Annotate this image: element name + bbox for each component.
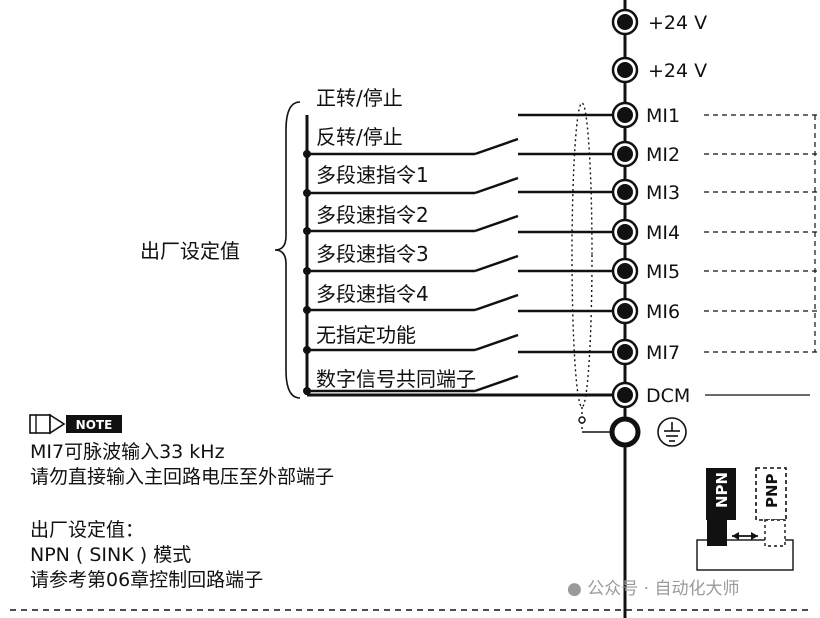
ground-icon [657, 417, 687, 447]
dcm-terminal-label: DCM [646, 385, 690, 407]
pnp-label: PNP [763, 473, 781, 508]
function-label: 多段速指令2 [316, 203, 429, 227]
terminal-label: MI2 [646, 144, 680, 166]
input-row: 无指定功能 MI7 [303, 323, 818, 395]
terminal-label: MI7 [646, 342, 680, 364]
function-label: 无指定功能 [316, 323, 416, 347]
terminal-label: MI5 [646, 261, 680, 283]
input-rows: 正转/停止MI1反转/停止MI2多段速指令1MI3多段速指令2MI4多段速指令3… [303, 86, 818, 395]
note-line: NPN ( SINK ) 模式 [30, 544, 192, 566]
watermark: ● 公众号 · 自动化大师 [567, 574, 739, 599]
supply-label-2: +24 V [648, 60, 707, 82]
supply-terminal-2: +24 V [611, 56, 707, 84]
input-row: 正转/停止 MI1 [303, 86, 818, 158]
dcm-function-label: 数字信号共同端子 [316, 367, 476, 391]
note-line: 请参考第06章控制回路端子 [30, 569, 264, 591]
group-bracket [274, 101, 301, 399]
wechat-icon: ● [567, 579, 582, 599]
pnp-box [755, 467, 787, 521]
note-badge: NOTE [29, 413, 122, 435]
terminal-label: MI1 [646, 105, 680, 127]
note-line: MI7可脉波输入33 kHz [30, 441, 225, 463]
supply-label-1: +24 V [648, 12, 707, 34]
shield-cable-symbol [571, 102, 612, 433]
supply-terminal-1: +24 V [611, 8, 707, 36]
terminal-label: MI6 [646, 301, 680, 323]
note-lines-2: 出厂设定值： NPN ( SINK ) 模式 请参考第06章控制回路端子 [30, 518, 263, 593]
function-label: 多段速指令1 [316, 163, 429, 187]
note-line: 请勿直接输入主回路电压至外部端子 [30, 466, 335, 488]
input-row: 反转/停止 MI2 [303, 125, 818, 197]
npn-label: NPN [713, 472, 731, 508]
switch-lever [707, 520, 727, 546]
sink-source-switch: NPN PNP [696, 467, 794, 571]
function-label: 反转/停止 [316, 125, 403, 149]
function-label: 正转/停止 [316, 86, 403, 110]
function-label: 多段速指令4 [316, 282, 429, 306]
note-lines-1: MI7可脉波输入33 kHz 请勿直接输入主回路电压至外部端子 [30, 440, 334, 490]
function-label: 多段速指令3 [316, 242, 429, 266]
note-badge-label: NOTE [76, 418, 113, 432]
terminal-label: MI3 [646, 182, 680, 204]
shield-terminal [609, 416, 641, 448]
note-line: 出厂设定值： [30, 519, 145, 541]
watermark-text: 公众号 · 自动化大师 [587, 579, 740, 599]
npn-box [706, 468, 736, 520]
dcm-row: 数字信号共同端子 DCM [305, 115, 810, 409]
factory-setting-label: 出厂设定值 [140, 239, 240, 263]
terminal-label: MI4 [646, 222, 680, 244]
